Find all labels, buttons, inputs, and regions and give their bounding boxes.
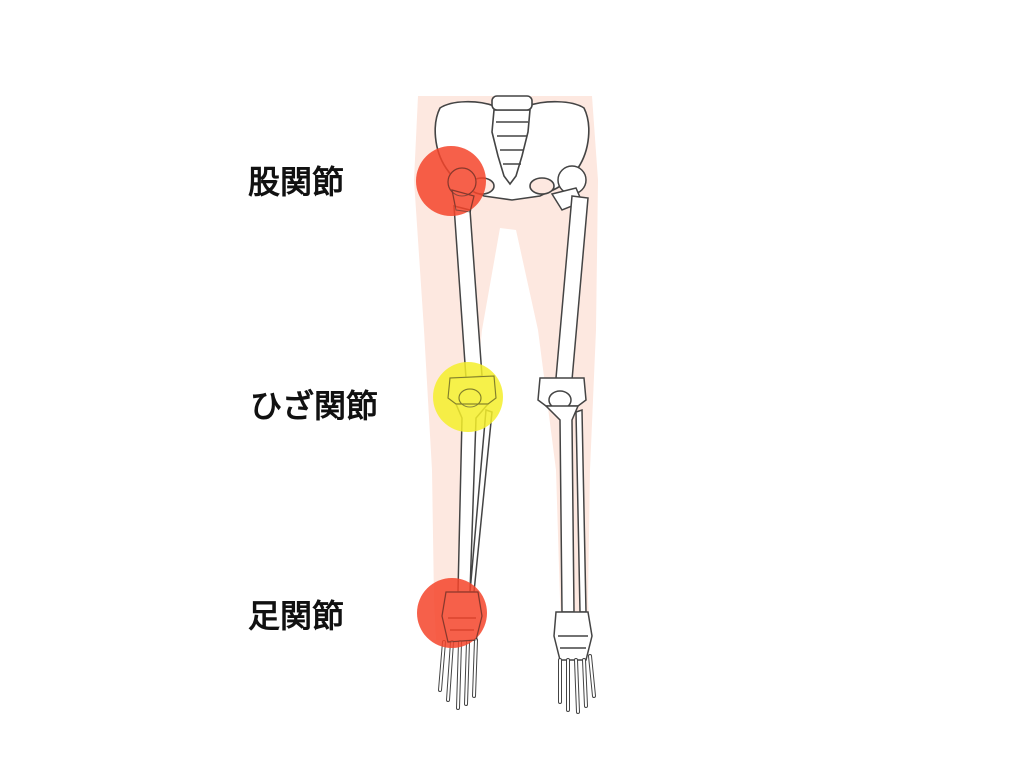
knee-joint-marker — [433, 362, 503, 432]
knee-joint-label: ひざ関節 — [250, 387, 379, 425]
ankle-joint-marker — [417, 578, 487, 648]
bone-outline-overlay — [441, 167, 497, 643]
hip-joint-marker — [416, 146, 486, 216]
left-leg-bones — [537, 165, 596, 714]
ankle-joint-label: 足関節 — [248, 597, 345, 635]
hip-joint-label: 股関節 — [248, 163, 345, 201]
